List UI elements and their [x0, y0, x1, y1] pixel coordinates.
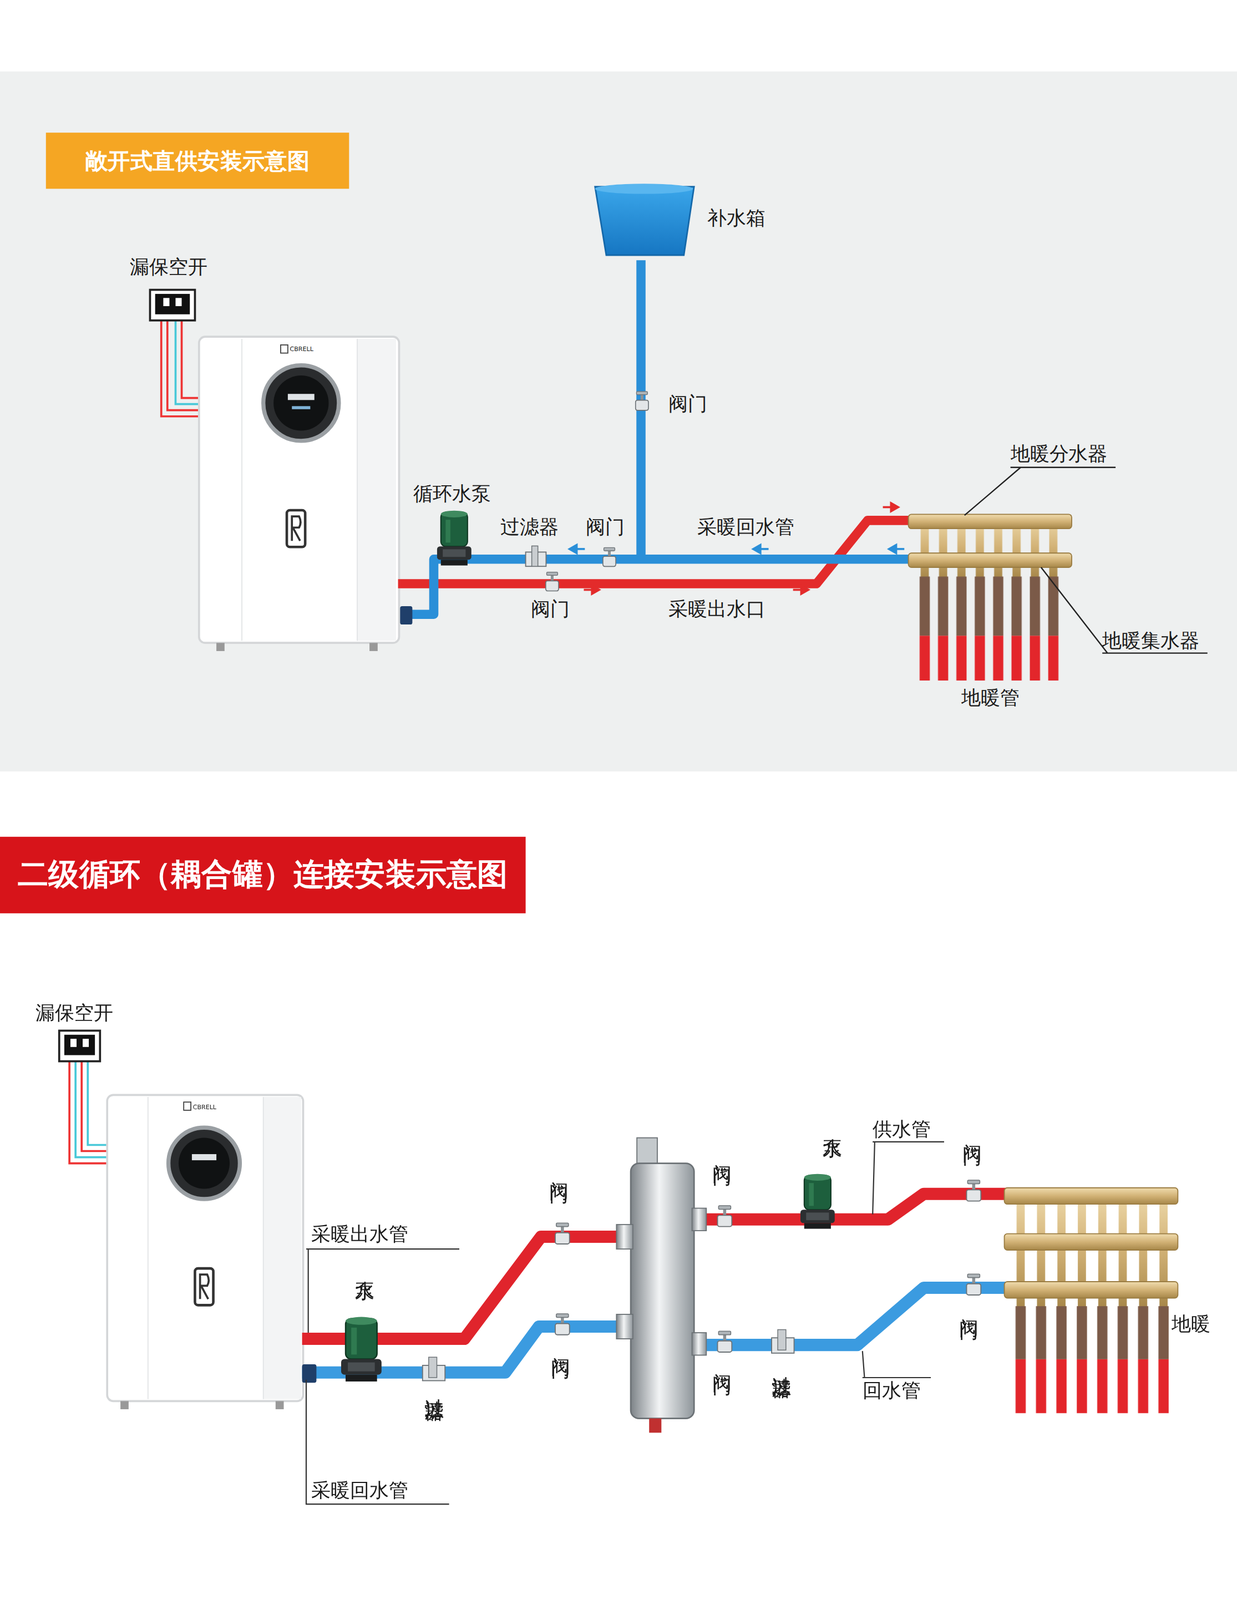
- part-label: 地暖管: [961, 686, 1020, 708]
- part-label: 补水箱: [707, 207, 766, 229]
- part-label: 漏保空开: [35, 1002, 114, 1024]
- brand-mark: CBRELL: [290, 346, 314, 353]
- part-label: 阀门: [959, 1302, 981, 1307]
- part-label: 采暖回水管: [311, 1479, 409, 1502]
- part-label: 阀门: [712, 1148, 734, 1153]
- brand-mark: CBRELL: [193, 1104, 217, 1112]
- part-label: 采暖回水管: [697, 516, 795, 538]
- part-label: 阀门: [530, 597, 570, 620]
- part-label: 地暖集水器: [1102, 629, 1200, 651]
- part-label: 阀门: [585, 516, 625, 538]
- part-label: 采暖出水管: [311, 1223, 409, 1245]
- part-label: 阀门: [551, 1341, 573, 1346]
- part-label: 水泵: [355, 1265, 377, 1270]
- part-label: 漏保空开: [129, 256, 208, 278]
- part-label: 供水管: [872, 1118, 931, 1140]
- part-label: 过滤器: [500, 516, 559, 538]
- part-label: 地暖分水器: [1010, 443, 1108, 465]
- part-label: 水泵: [822, 1122, 844, 1127]
- part-label: 过滤器: [771, 1360, 793, 1367]
- part-label: 地暖: [1171, 1313, 1211, 1335]
- part-label: 循环水泵: [413, 482, 491, 504]
- part-label: 阀门: [962, 1127, 984, 1132]
- part-label: 阀门: [712, 1357, 734, 1362]
- part-label: 阀门: [668, 392, 708, 414]
- title-text: 敞开式直供安装示意图: [85, 145, 311, 176]
- title-band: 二级循环（耦合罐）连接安装示意图: [0, 837, 526, 914]
- part-label: 回水管: [862, 1380, 921, 1402]
- title-band: 敞开式直供安装示意图: [46, 132, 349, 189]
- part-label: 阀门: [549, 1165, 571, 1170]
- part-label: 采暖出水口: [668, 597, 766, 620]
- part-label: 过滤器: [424, 1382, 446, 1389]
- title-text: 二级循环（耦合罐）连接安装示意图: [17, 854, 508, 896]
